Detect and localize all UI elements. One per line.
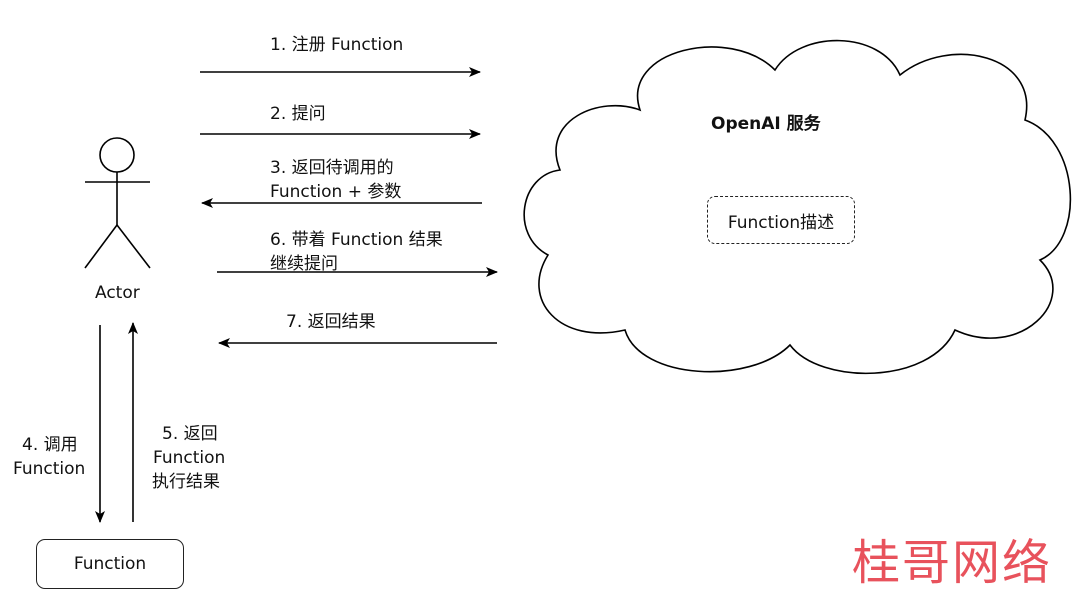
cloud-title: OpenAI 服务 [711,114,821,134]
function-description-box: Function描述 [707,196,855,244]
step6-label-line2: 继续提问 [270,254,338,274]
step2-label: 2. 提问 [270,104,326,124]
step1-label: 1. 注册 Function [270,35,404,55]
actor-left-leg [84,224,118,269]
actor-head [99,137,135,173]
actor-right-leg [116,224,151,269]
watermark-text: 桂哥网络 [852,535,1053,591]
openai-cloud-shape [523,39,1072,375]
step3-label-line1: 3. 返回待调用的 [270,158,394,178]
step6-label-line1: 6. 带着 Function 结果 [270,230,443,250]
step4-label-line2: Function [13,459,86,479]
step7-label: 7. 返回结果 [286,312,376,332]
actor-label: Actor [95,283,140,303]
step5-label-line1: 5. 返回 [162,424,218,444]
step4-label-line1: 4. 调用 [22,435,78,455]
step5-label-line3: 执行结果 [152,472,220,492]
actor-figure [84,137,151,269]
step5-label-line2: Function [153,448,226,468]
function-node-label: Function [73,554,147,574]
step3-label-line2: Function + 参数 [270,182,402,202]
function-node: Function [36,539,184,589]
function-description-label: Function描述 [727,212,835,233]
